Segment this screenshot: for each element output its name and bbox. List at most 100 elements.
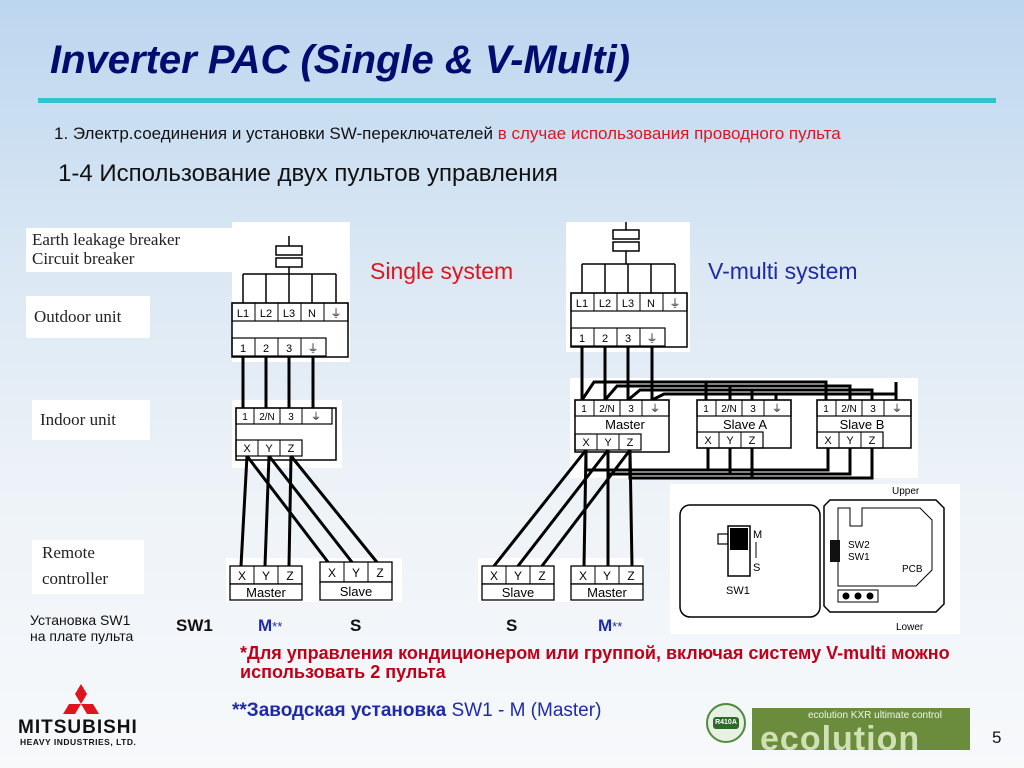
terminal-y: Y bbox=[846, 435, 854, 447]
pcb-outline bbox=[837, 507, 933, 587]
page-title: Inverter PAC (Single & V-Multi) bbox=[50, 38, 631, 82]
sw-s-vmulti: S bbox=[506, 616, 518, 635]
terminal-z: Z bbox=[627, 569, 634, 583]
vmulti-indoor-slave-b: 1 2/N 3 ⏚ Slave B X Y Z bbox=[816, 399, 912, 449]
vmulti-outdoor-terminals: L1 L2 L3 N ⏚ 1 2 3 ⏚ bbox=[570, 292, 688, 348]
terminal-2n: 2/N bbox=[599, 404, 615, 415]
terminal-z: Z bbox=[286, 569, 293, 583]
terminal-x: X bbox=[243, 443, 251, 455]
terminal-y: Y bbox=[603, 569, 611, 583]
terminal-y: Y bbox=[726, 435, 734, 447]
note-factory-setting-bold: **Заводская установка bbox=[232, 700, 447, 721]
terminal-2n: 2/N bbox=[841, 404, 857, 415]
single-remote-slave: X Y Z Slave bbox=[319, 561, 393, 601]
r410a-badge-icon: R410A bbox=[706, 703, 746, 743]
terminal-1: 1 bbox=[240, 343, 246, 355]
remote-label-line2: controller bbox=[42, 569, 109, 588]
master-label: Master bbox=[246, 585, 286, 600]
sw-install-label: Установка SW1 на плате пульта bbox=[30, 612, 170, 644]
vmulti-breaker bbox=[581, 222, 676, 293]
terminal-x: X bbox=[238, 569, 246, 583]
pcb-terminal-screw bbox=[842, 592, 850, 600]
sw-m-single-stars: ** bbox=[272, 619, 283, 634]
ecolution-banner-wordmark: ecolution bbox=[760, 720, 921, 750]
sw-m-single: M** bbox=[258, 616, 282, 636]
terminal-1: 1 bbox=[703, 404, 709, 415]
master-label: Master bbox=[587, 585, 627, 600]
switch-lever bbox=[730, 528, 748, 550]
ground-icon: ⏚ bbox=[331, 307, 342, 320]
breaker-label: Earth leakage breaker Circuit breaker bbox=[26, 228, 232, 272]
vmulti-system-label: V-multi system bbox=[708, 258, 858, 284]
terminal-3: 3 bbox=[625, 333, 631, 345]
terminal-3: 3 bbox=[628, 404, 634, 415]
ecolution-banner-tagline: ecolution KXR ultimate control bbox=[808, 710, 942, 721]
terminal-y: Y bbox=[514, 569, 522, 583]
slave-a-label: Slave A bbox=[723, 417, 767, 432]
terminal-z: Z bbox=[749, 435, 756, 447]
pcb-label: PCB bbox=[902, 564, 923, 575]
sw-m-vmulti-text: M bbox=[598, 616, 613, 635]
note-factory-setting-value: SW1 - M (Master) bbox=[446, 700, 602, 721]
remote-label-line1: Remote bbox=[42, 543, 95, 562]
pcb-board bbox=[823, 499, 945, 613]
subsection-heading: 1-4 Использование двух пультов управлени… bbox=[58, 160, 558, 187]
terminal-z: Z bbox=[869, 435, 876, 447]
single-power-wires bbox=[241, 356, 315, 408]
terminal-y: Y bbox=[265, 443, 273, 455]
section-heading: 1. Электр.соединения и установки SW-пере… bbox=[54, 124, 841, 144]
terminal-l1: L1 bbox=[576, 298, 588, 310]
sw1-label: SW1 bbox=[176, 616, 213, 635]
switch-m-label: M bbox=[753, 529, 762, 541]
breaker-label-line1: Earth leakage breaker bbox=[32, 230, 181, 249]
terminal-1: 1 bbox=[581, 404, 587, 415]
sw-m-vmulti: M** bbox=[598, 616, 622, 636]
pcb-sw1-label: SW1 bbox=[848, 552, 870, 563]
ground-icon: ⏚ bbox=[308, 342, 319, 355]
ecolution-banner: ecolution ecolution KXR ultimate control bbox=[752, 708, 970, 750]
terminal-3: 3 bbox=[870, 404, 876, 415]
terminal-z: Z bbox=[538, 569, 545, 583]
ground-icon: ⏚ bbox=[670, 297, 681, 310]
pcb-inset: M S SW1 Upper SW2 SW1 PCB Lower bbox=[670, 484, 960, 634]
terminal-x: X bbox=[582, 437, 590, 449]
ground-icon: ⏚ bbox=[647, 332, 658, 345]
switch-knob bbox=[717, 533, 729, 545]
mitsubishi-logo-icon bbox=[63, 684, 99, 714]
terminal-y: Y bbox=[262, 569, 270, 583]
terminal-3: 3 bbox=[750, 404, 756, 415]
slave-label: Slave bbox=[502, 585, 535, 600]
upper-label: Upper bbox=[892, 486, 920, 497]
slave-b-label: Slave B bbox=[840, 417, 885, 432]
terminal-l3: L3 bbox=[622, 298, 634, 310]
section-heading-highlight: в случае использования проводного пульта bbox=[492, 124, 841, 143]
terminal-2n: 2/N bbox=[721, 404, 737, 415]
terminal-2: 2 bbox=[263, 343, 269, 355]
terminal-1: 1 bbox=[823, 404, 829, 415]
title-underline bbox=[38, 98, 996, 103]
sw-install-line1: Установка SW1 bbox=[30, 612, 131, 628]
ground-icon: ⏚ bbox=[892, 403, 902, 415]
single-breaker bbox=[242, 236, 337, 303]
outdoor-unit-label: Outdoor unit bbox=[26, 296, 150, 338]
terminal-1: 1 bbox=[579, 333, 585, 345]
sw-s-single: S bbox=[350, 616, 362, 635]
page-number: 5 bbox=[992, 728, 1002, 747]
ground-icon: ⏚ bbox=[650, 403, 660, 415]
sw-install-line2: на плате пульта bbox=[30, 628, 134, 644]
single-indoor-terminals: 1 2/N 3 ⏚ X Y Z bbox=[235, 407, 337, 461]
note-two-remotes: *Для управления кондиционером или группо… bbox=[240, 643, 950, 682]
terminal-x: X bbox=[704, 435, 712, 447]
single-system-label: Single system bbox=[370, 258, 514, 284]
vmulti-indoor-master: 1 2/N 3 ⏚ Master X Y Z bbox=[574, 399, 670, 453]
terminal-x: X bbox=[490, 569, 498, 583]
terminal-x: X bbox=[824, 435, 832, 447]
terminal-l3: L3 bbox=[283, 308, 295, 320]
lower-label: Lower bbox=[896, 622, 924, 633]
pcb-sw2-label: SW2 bbox=[848, 540, 870, 551]
indoor-unit-label: Indoor unit bbox=[32, 400, 150, 440]
vmulti-power-wires bbox=[580, 346, 898, 402]
remote-controller-label: Remote controller bbox=[32, 540, 144, 594]
pcb-terminal-screw bbox=[854, 592, 862, 600]
terminal-x: X bbox=[579, 569, 587, 583]
